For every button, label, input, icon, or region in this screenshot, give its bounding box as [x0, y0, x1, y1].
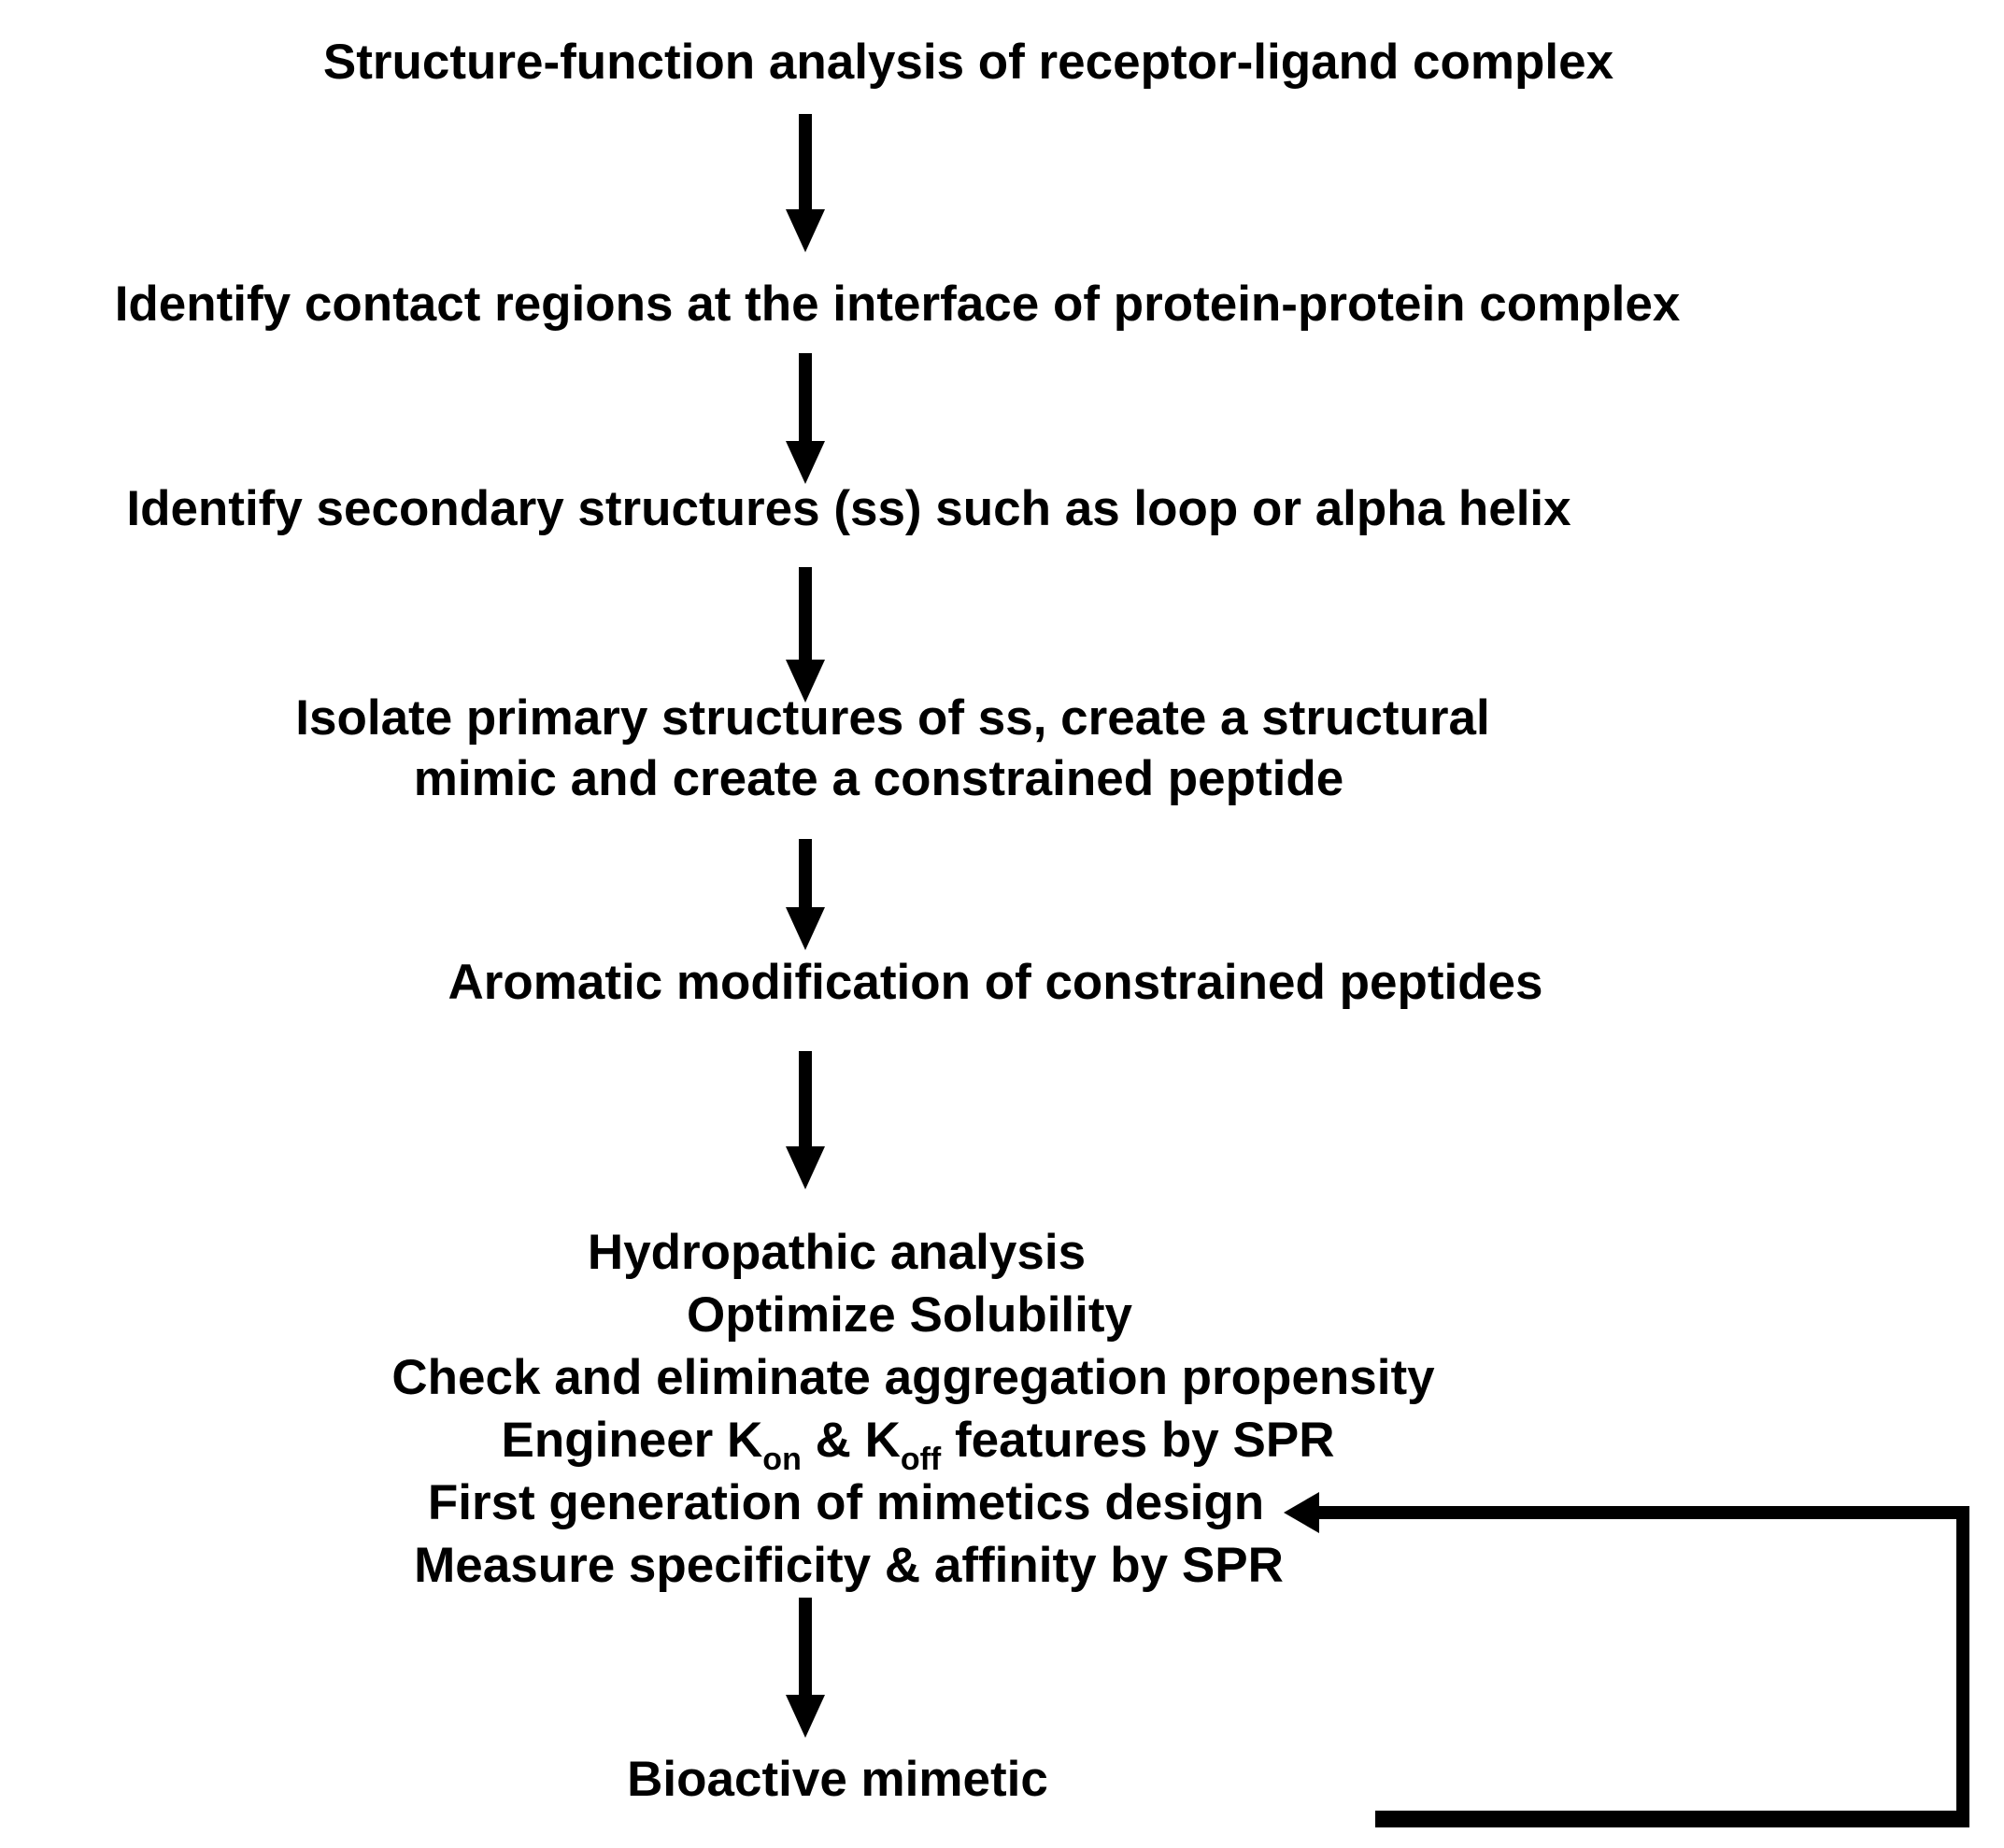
analysis-line-measure-specificity: Measure specificity & affinity by SPR	[414, 1538, 1284, 1593]
analysis-line-first-generation-mimetics: First generation of mimetics design	[427, 1475, 1265, 1530]
arrow-shaft	[799, 114, 812, 213]
step-isolate-primary-structures-line2: mimic and create a constrained peptide	[413, 751, 1344, 806]
arrow-shaft	[799, 353, 812, 445]
arrow-head-icon	[786, 660, 825, 703]
down-arrow-6	[786, 1598, 825, 1738]
analysis-line-engineer-kinetics: Engineer Kon & Koff features by SPR	[0, 1412, 1920, 1477]
feedback-loop-bottom-line	[1375, 1811, 1969, 1827]
arrow-head-icon	[786, 1146, 825, 1189]
feedback-loop-right-line	[1956, 1506, 1969, 1827]
arrow-shaft	[799, 1051, 812, 1150]
analysis-line-optimize-solubility: Optimize Solubility	[686, 1287, 1133, 1343]
down-arrow-2	[786, 353, 825, 484]
kinetics-text-post: features by SPR	[941, 1413, 1335, 1468]
arrow-shaft	[799, 839, 812, 911]
down-arrow-5	[786, 1051, 825, 1189]
arrow-head-icon	[786, 441, 825, 484]
feedback-arrow-head-icon	[1284, 1492, 1319, 1533]
analysis-line-hydropathic: Hydropathic analysis	[587, 1225, 1087, 1280]
arrow-head-icon	[786, 209, 825, 252]
k-on-subscript: on	[762, 1442, 802, 1477]
kinetics-text-mid: & K	[801, 1413, 901, 1468]
step-isolate-primary-structures-line1: Isolate primary structures of ss, create…	[295, 690, 1490, 746]
step-identify-contact-regions: Identify contact regions at the interfac…	[114, 277, 1681, 332]
down-arrow-4	[786, 839, 825, 950]
step-identify-secondary-structures: Identify secondary structures (ss) such …	[126, 481, 1571, 536]
arrow-head-icon	[786, 907, 825, 950]
arrow-shaft	[799, 1598, 812, 1699]
step-structure-function-analysis: Structure-function analysis of receptor-…	[322, 35, 1614, 90]
step-bioactive-mimetic: Bioactive mimetic	[627, 1752, 1048, 1807]
down-arrow-1	[786, 114, 825, 252]
kinetics-text-pre: Engineer K	[501, 1413, 763, 1468]
down-arrow-3	[786, 567, 825, 703]
analysis-line-aggregation-propensity: Check and eliminate aggregation propensi…	[391, 1350, 1435, 1405]
arrow-head-icon	[786, 1695, 825, 1738]
step-aromatic-modification: Aromatic modification of constrained pep…	[448, 955, 1543, 1010]
arrow-shaft	[799, 567, 812, 663]
k-off-subscript: off	[900, 1442, 942, 1477]
feedback-loop-top-line	[1315, 1506, 1969, 1519]
